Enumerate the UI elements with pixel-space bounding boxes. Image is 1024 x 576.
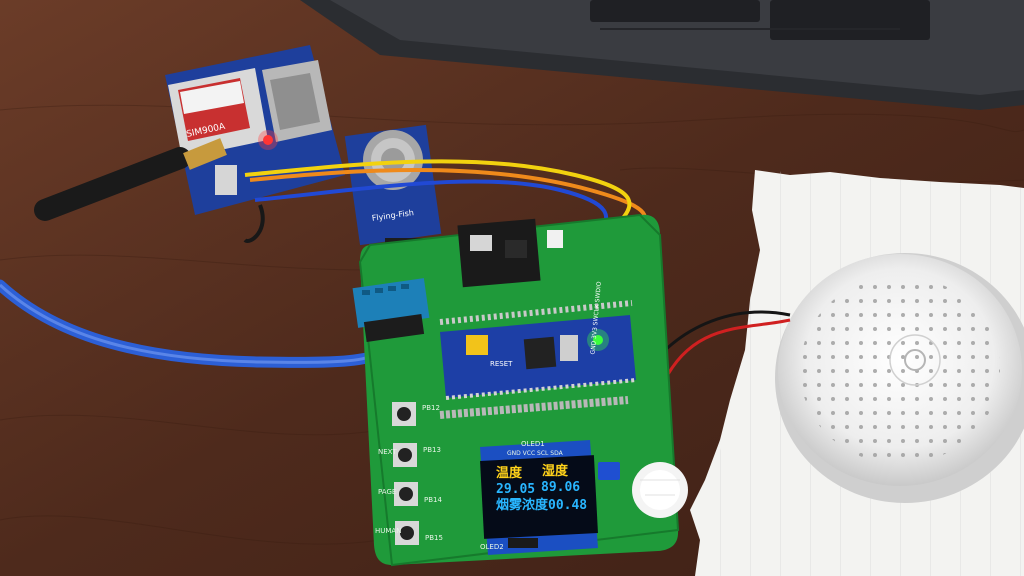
silk-pb12: PB12: [422, 404, 440, 412]
silk-page: PAGE: [378, 488, 397, 496]
laptop: [300, 0, 1024, 110]
silk-next: NEXT: [378, 448, 397, 456]
oled-temp-value: 29.05: [496, 482, 536, 497]
female-header: [439, 396, 629, 419]
regulator-board: [457, 218, 563, 288]
push-buttons: [392, 402, 419, 545]
oled-smoke-reading: 烟雾浓度00.48: [496, 498, 588, 513]
oled-temp-label: 温度: [496, 466, 523, 481]
oled-module: [480, 440, 598, 555]
silk-human: HUMAN: [375, 527, 402, 535]
pir-sensor-dome: [632, 462, 688, 518]
oled-header-label: OLED1: [521, 440, 545, 448]
silk-pb13: PB13: [423, 446, 441, 454]
gsm-module: SIM900A: [165, 45, 345, 215]
silk-pb14: PB14: [424, 496, 442, 504]
silk-oled2: OLED2: [480, 543, 504, 551]
silk-reset: RESET: [490, 360, 513, 368]
round-speaker: [775, 253, 1024, 503]
oled-pin-label: GND VCC SCL SDA: [507, 450, 563, 457]
oled-humidity-value: 89.06: [541, 480, 581, 495]
blue-cap: [598, 462, 620, 480]
gsm-antenna: [34, 138, 237, 221]
wood-grain: [0, 104, 1024, 545]
wire-black: [243, 204, 265, 243]
oled-humidity-label: 湿度: [542, 464, 569, 479]
dht11-sensor: [352, 278, 430, 342]
silk-pb15: PB15: [425, 534, 443, 542]
stm32-board: GND 3V3 SWCLK SWDIO: [439, 281, 637, 400]
